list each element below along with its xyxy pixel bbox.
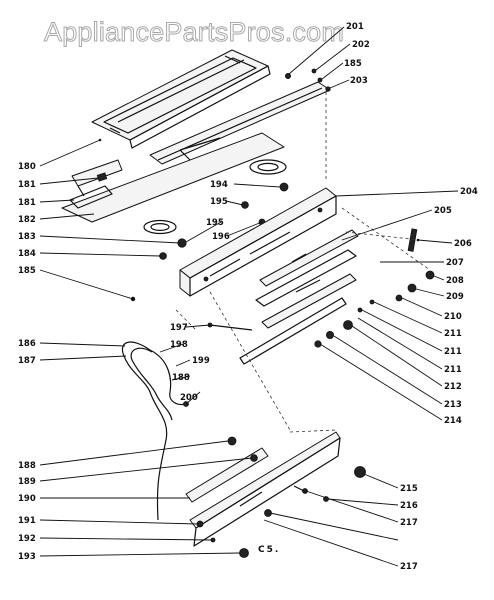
part-190-bottom-rail — [185, 431, 366, 558]
callout-207: 207 — [446, 258, 464, 268]
callout-194: 194 — [210, 180, 228, 190]
callout-193: 193 — [18, 552, 36, 562]
part-186-wiring-harness — [121, 341, 189, 521]
callout-217b: 217 — [400, 562, 418, 572]
callout-199: 199 — [192, 356, 210, 366]
callout-192: 192 — [18, 534, 36, 544]
callout-216: 216 — [400, 501, 418, 511]
callout-184: 184 — [18, 249, 36, 259]
callout-195a: 195 — [210, 197, 228, 207]
callout-181a: 181 — [18, 180, 36, 190]
callout-212: 212 — [444, 382, 462, 392]
callout-217a: 217 — [400, 518, 418, 528]
callout-197: 197 — [170, 323, 188, 333]
callout-labels: 201 202 185 203 180 181 181 182 183 184 185 194 195 1… — [18, 22, 478, 572]
leader-lines — [39, 26, 459, 567]
callout-190: 190 — [18, 494, 36, 504]
callout-198: 198 — [170, 340, 188, 350]
watermark: AppliancePartsPros.com — [43, 17, 345, 48]
callout-185b: 185 — [18, 266, 36, 276]
callout-201: 201 — [346, 22, 364, 32]
callout-180: 180 — [18, 162, 36, 172]
callout-206: 206 — [454, 239, 472, 249]
callout-203: 203 — [350, 76, 368, 86]
callout-209: 209 — [446, 292, 464, 302]
alignment-lines — [175, 92, 431, 433]
callout-181b: 181 — [18, 198, 36, 208]
callout-205: 205 — [434, 206, 452, 216]
callout-195b: 195 — [206, 218, 224, 228]
callout-189: 189 — [18, 477, 36, 487]
callout-211a: 211 — [444, 329, 462, 339]
part-203-rail — [149, 68, 331, 165]
part-204-bracket — [179, 187, 435, 365]
callout-211c: 211 — [444, 365, 462, 375]
callout-188a: 188 — [172, 373, 190, 383]
part-180-top-tray — [91, 49, 271, 149]
callout-182: 182 — [18, 215, 36, 225]
callout-204: 204 — [460, 187, 478, 197]
callout-191: 191 — [18, 516, 36, 526]
callout-213: 213 — [444, 400, 462, 410]
figure-code: C5. — [258, 545, 280, 555]
callout-208: 208 — [446, 276, 464, 286]
leader-dots — [98, 138, 420, 301]
callout-186: 186 — [18, 339, 36, 349]
part-194-knob-rings — [130, 159, 289, 302]
callout-188b: 188 — [18, 461, 36, 471]
callout-196: 196 — [212, 232, 230, 242]
callout-215: 215 — [400, 484, 418, 494]
callout-187: 187 — [18, 356, 36, 366]
callout-200: 200 — [180, 393, 198, 403]
callout-211b: 211 — [444, 347, 462, 357]
callout-202: 202 — [352, 40, 370, 50]
callout-210: 210 — [444, 312, 462, 322]
callout-185a: 185 — [344, 59, 362, 69]
callout-183: 183 — [18, 232, 36, 242]
callout-214: 214 — [444, 416, 462, 426]
